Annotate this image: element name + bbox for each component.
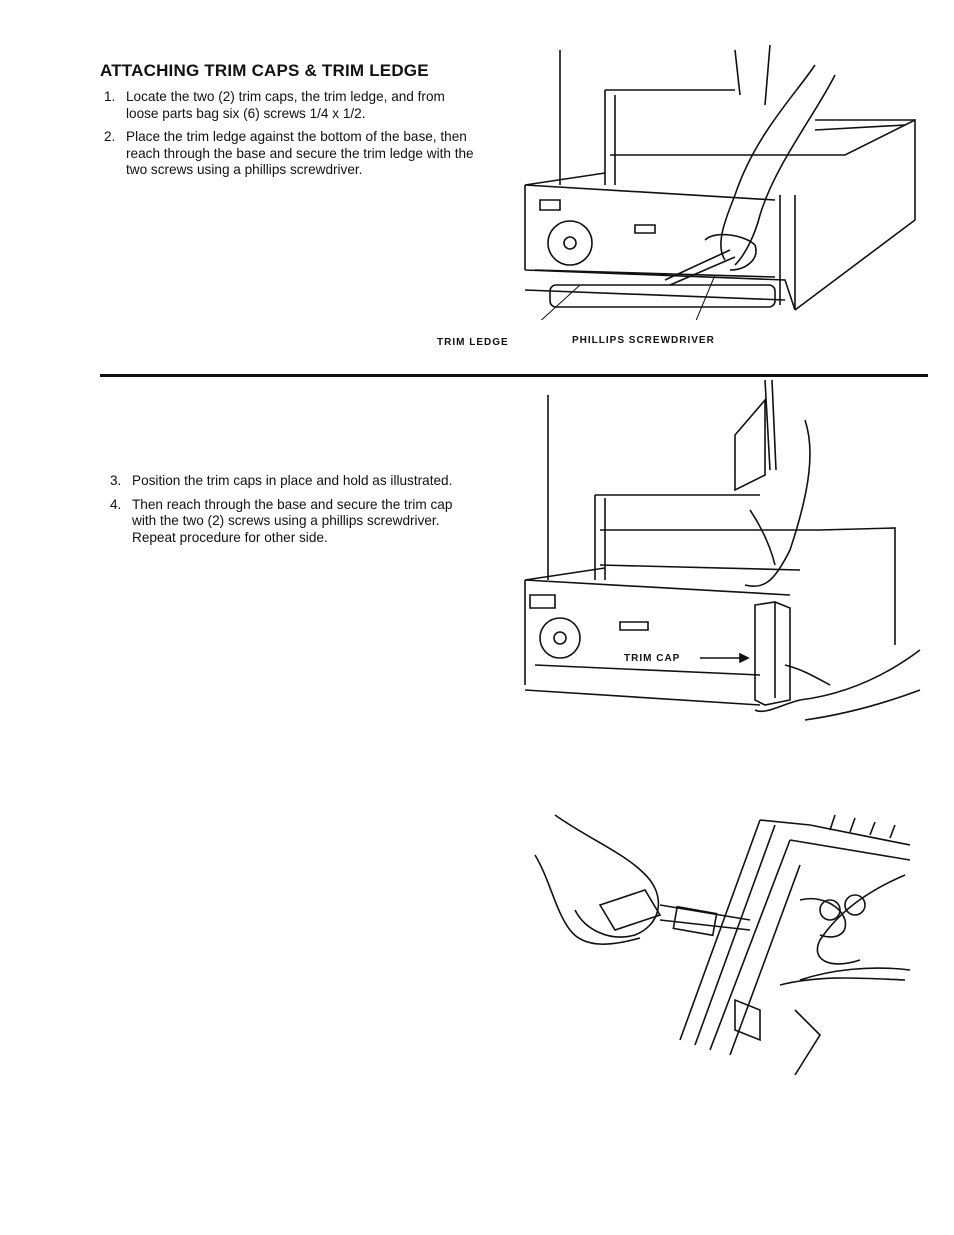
step-number: 4.: [110, 496, 122, 512]
step-text: Then reach through the base and secure t…: [132, 496, 453, 545]
step-text: Place the trim ledge against the bottom …: [126, 129, 474, 177]
step-text: Locate the two (2) trim caps, the trim l…: [126, 89, 445, 121]
instruction-list-top: 1. Locate the two (2) trim caps, the tri…: [104, 89, 474, 186]
instruction-list-bottom: 3. Position the trim caps in place and h…: [110, 473, 478, 553]
callout-phillips-screwdriver: PHILLIPS SCREWDRIVER: [572, 335, 715, 346]
instruction-step: 1. Locate the two (2) trim caps, the tri…: [104, 89, 474, 122]
section-title: ATTACHING TRIM CAPS & TRIM LEDGE: [100, 61, 429, 80]
section-divider: [100, 374, 928, 377]
callout-trim-cap: TRIM CAP: [624, 653, 681, 664]
step-number: 3.: [110, 473, 122, 488]
step-number: 2.: [104, 129, 116, 144]
instruction-step: 4. Then reach through the base and secur…: [110, 497, 478, 547]
illustration-screwdriver-closeup: [530, 810, 910, 1080]
step-text: Position the trim caps in place and hold…: [132, 473, 453, 488]
callout-trim-ledge: TRIM LEDGE: [437, 337, 509, 348]
illustration-trim-ledge: [515, 45, 920, 320]
illustration-trim-cap: [520, 380, 925, 725]
instruction-step: 2. Place the trim ledge against the bott…: [104, 129, 474, 179]
instruction-step: 3. Position the trim caps in place and h…: [110, 473, 478, 490]
step-number: 1.: [104, 89, 116, 104]
